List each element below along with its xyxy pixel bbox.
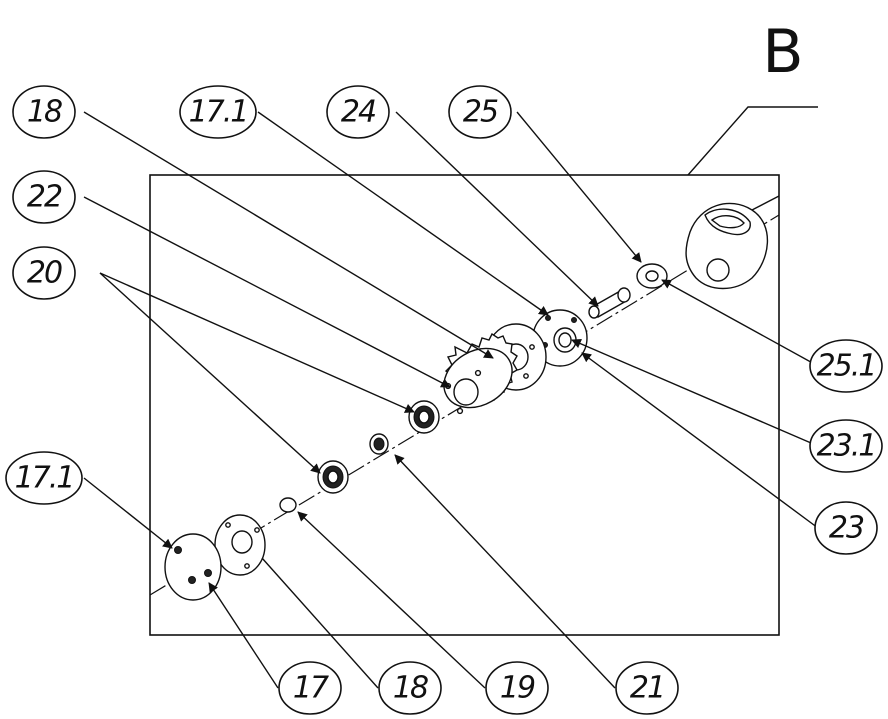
part-18-flange-plate-lower [214,514,266,576]
callout-17-1-bottom: 17.1 [5,451,83,505]
svg-text:17.1: 17.1 [15,461,74,496]
view-letter: B [762,17,803,87]
view-leader [687,106,818,176]
svg-text:22: 22 [27,180,62,215]
svg-text:17.1: 17.1 [189,95,248,130]
callout-17: 17 [278,661,342,715]
svg-text:21: 21 [630,671,664,706]
svg-text:25: 25 [463,95,498,130]
part-17-end-cover [164,533,222,601]
callout-17-1-top: 17.1 [179,85,257,139]
callout-18-bottom: 18 [378,661,442,715]
svg-text:23.1: 23.1 [817,429,876,464]
callout-25: 25 [448,85,512,139]
callout-25-1: 25.1 [809,339,883,393]
svg-text:24: 24 [341,95,375,130]
callout-23-1: 23.1 [809,419,883,473]
sprocket-gear [443,332,518,415]
detail-frame [149,174,780,636]
callout-18-top: 18 [12,85,76,139]
part-21-bushing [369,433,389,455]
callout-19: 19 [485,661,549,715]
svg-text:18: 18 [27,95,62,130]
part-20-bearing-lower [317,460,349,494]
part-19-ring [279,497,297,513]
callout-20: 20 [12,246,76,300]
leader-lines [83,111,819,689]
svg-text:19: 19 [500,671,535,706]
part-25-washer [636,263,668,289]
callout-21: 21 [615,661,679,715]
part-20-bearing-upper [408,400,440,434]
svg-text:23: 23 [829,511,864,546]
svg-text:25.1: 25.1 [817,349,876,384]
svg-text:17: 17 [293,671,329,706]
callout-23: 23 [814,501,878,555]
lever-arm-part [685,195,780,290]
callout-24: 24 [326,85,390,139]
callout-22: 22 [12,170,76,224]
part-23-flange [532,309,588,367]
svg-text:20: 20 [27,256,62,291]
svg-text:18: 18 [393,671,428,706]
